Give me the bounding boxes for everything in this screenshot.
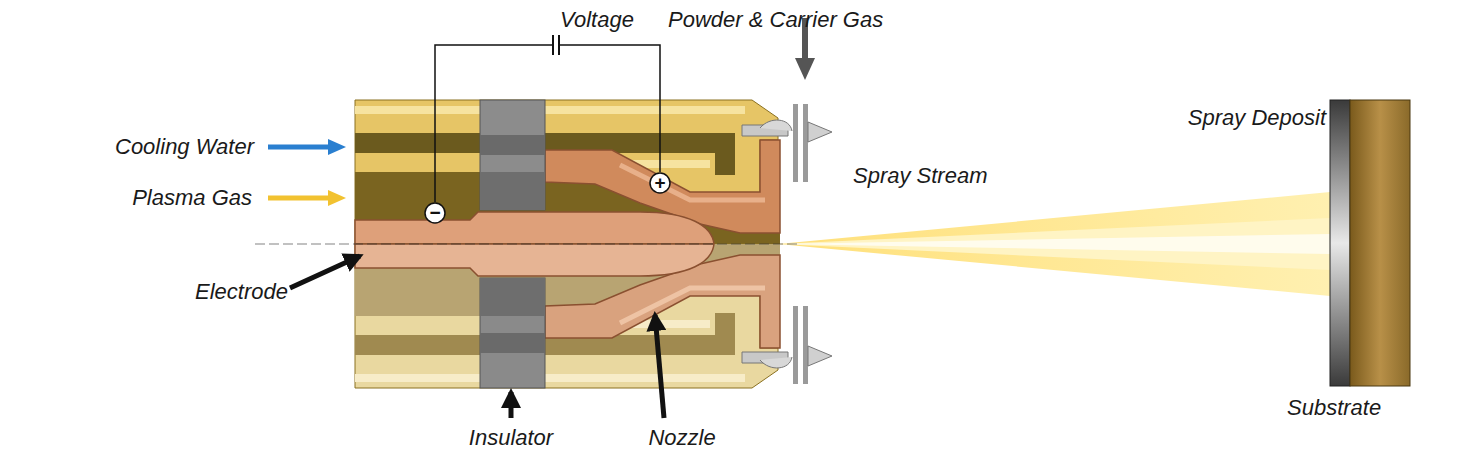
part-label: Cooling Water — [115, 135, 254, 159]
terminal-circle: + — [649, 172, 671, 194]
part-label: Powder & Carrier Gas — [668, 8, 883, 32]
part-label: Electrode — [195, 280, 288, 304]
part-label: Spray Deposit — [1188, 106, 1326, 130]
part-label: Spray Stream — [853, 164, 988, 188]
part-label: Substrate — [1287, 396, 1381, 420]
part-label: Insulator — [469, 426, 553, 450]
part-label: Plasma Gas — [132, 186, 252, 210]
part-label: Voltage — [560, 8, 634, 32]
part-label: Nozzle — [648, 426, 715, 450]
terminal-circle: − — [424, 202, 446, 224]
polarity-sign: + — [649, 172, 671, 194]
polarity-sign: − — [424, 202, 446, 224]
